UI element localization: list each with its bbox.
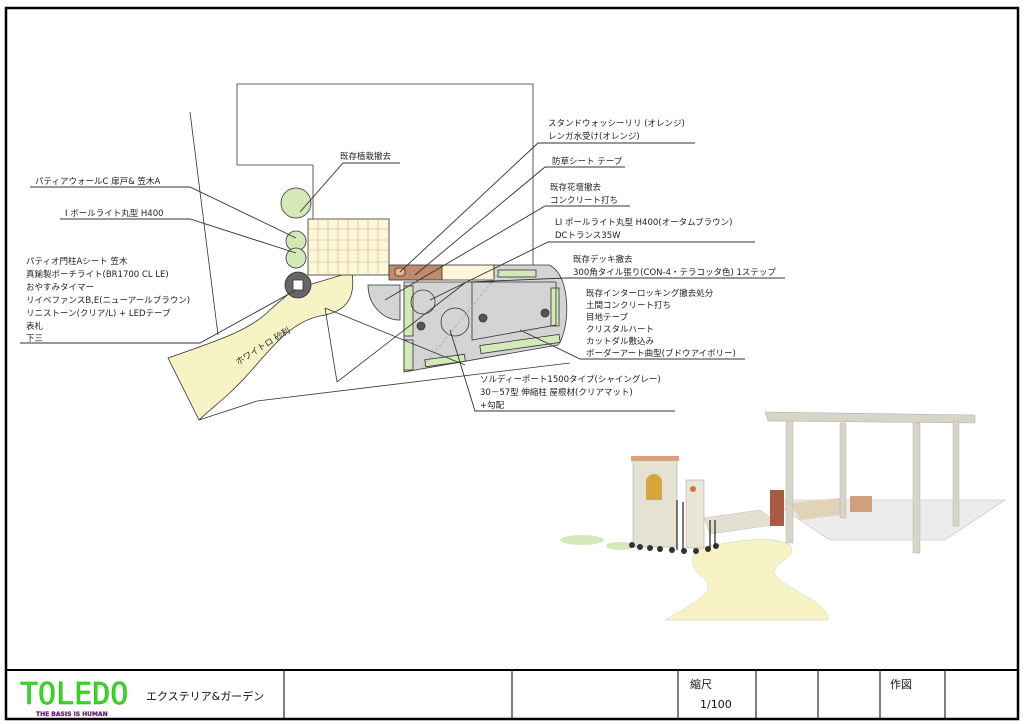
shrub [285, 247, 307, 269]
company-name: エクステリア&ガーデン [146, 689, 264, 703]
label-bed: コンクリート打ち [550, 195, 618, 206]
label-remove-plant: 既存植栽撤去 [340, 151, 392, 162]
label-wash: レンガ水受け(オレンジ) [548, 131, 640, 142]
label-deck: 既存デッキ撤去 [573, 254, 633, 265]
right-block-line: ボーダーアート曲型(ブドウアイボリー) [586, 348, 736, 359]
company-logo: TOLEDO [20, 677, 128, 712]
brick-pillar [770, 490, 784, 526]
right-block-line: カットダル敷込み [586, 336, 655, 347]
label-light: DCトランス35W [555, 231, 621, 241]
label-deck: 300角タイル張り(CON-4・テラコッタ色) 1ステップ [573, 267, 776, 278]
label-weed: 防草シート テープ [552, 156, 623, 167]
left-block-line: 表札 [26, 321, 44, 332]
left-block-line: おやすみタイマー [26, 283, 94, 293]
title-block [6, 669, 1018, 719]
right-block-line: 土間コンクリート打ち [586, 300, 671, 311]
tile-patio [307, 218, 390, 276]
left-block-line: 下三 [26, 334, 43, 344]
gate-wall [632, 459, 678, 548]
label-pole-light: I ボールライト丸型 H400 [65, 208, 164, 219]
left-block-line: 真鍮製ポーチライト(BR1700 CL LE) [26, 269, 169, 280]
scale-label: 縮尺 [690, 677, 712, 691]
gravel-path [167, 271, 354, 421]
label-wash: スタンドウォッシーリリ (オレンジ) [548, 119, 685, 129]
left-block-line: リイベファンスB,E(ニューアールブラウン) [26, 295, 190, 306]
right-block-line: クリスタルハート [586, 325, 654, 335]
label-light: LI ポールライト丸型 H400(オータムブラウン) [555, 217, 732, 228]
house-outline [236, 83, 534, 265]
right-block-line: 既存インターロッキング撤去処分 [586, 288, 714, 299]
label-wall: パティアウォールC 扉戸& 笠木A [35, 176, 160, 187]
site-plan: ホワイトロ 砂利 [167, 83, 571, 421]
author-label: 作図 [890, 678, 912, 691]
perspective-render [560, 411, 1006, 621]
left-block-line: パティオ門柱Aシート 笠木 [26, 256, 128, 267]
carport-line: 30－57型 伸縮柱 屋根材(クリアマット) [480, 387, 633, 398]
existing-tree [280, 187, 312, 219]
right-block-line: 目地テープ [586, 312, 628, 323]
label-bed: 既存花壇撤去 [550, 182, 602, 193]
leader-lines [20, 142, 785, 412]
render-path [664, 539, 829, 621]
carport-line: ソルディーポート1500タイプ(シャイングレー) [480, 374, 661, 385]
logo-tagline: THE BASIS IS HUMAN [36, 711, 108, 718]
plan-labels: 既存植栽撤去 パティアウォールC 扉戸& 笠木A I ボールライト丸型 H400… [26, 119, 776, 411]
pergola-roof [764, 411, 976, 424]
sheet-frame [4, 6, 1020, 721]
quarter-slab [367, 284, 401, 321]
carport-line: +勾配 [480, 400, 505, 411]
scale-value: 1/100 [700, 698, 732, 711]
left-block-line: リニストーン(クリア/L) + LEDテープ [26, 309, 171, 319]
